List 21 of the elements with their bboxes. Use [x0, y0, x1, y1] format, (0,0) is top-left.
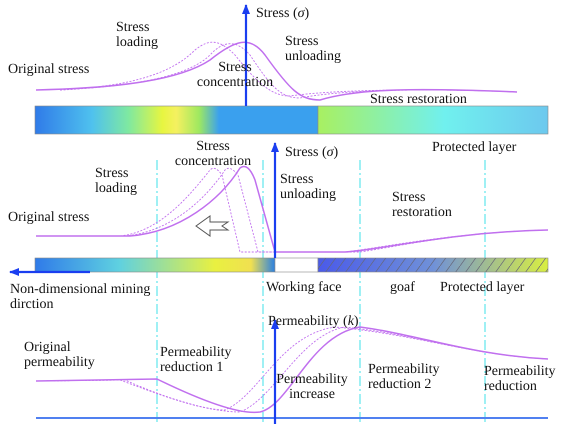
zone-label: goaf: [390, 280, 415, 295]
curve-label: Permeability reduction: [484, 364, 557, 394]
curve-label: Stress restoration: [392, 190, 453, 220]
curve-label: Stress loading: [116, 20, 159, 50]
curve-label: Stress loading: [95, 166, 138, 196]
zone-label: Working face: [266, 280, 342, 295]
zone-label: Protected layer: [440, 280, 524, 295]
layer-label: Protected layer: [432, 140, 516, 155]
curve-label: Permeability reduction 1: [160, 345, 233, 375]
axis-label: Non-dimensional mining dirction: [10, 282, 152, 312]
curve-label: Stress restoration: [370, 92, 467, 107]
curve-label: Stress unloading: [280, 172, 337, 202]
axis-label: Stress (σ): [256, 6, 310, 21]
curve-label: Original permeability: [24, 340, 96, 370]
curve-label: Stress concentration: [174, 139, 252, 169]
axis-label: Stress (σ): [285, 145, 338, 160]
axis-label: Permeability (k): [268, 314, 359, 329]
curve-label: Original stress: [8, 62, 90, 77]
curve-label: Stress unloading: [285, 34, 342, 64]
curve-label: Permeability reduction 2: [368, 362, 441, 392]
curve-label: Original stress: [8, 210, 90, 225]
